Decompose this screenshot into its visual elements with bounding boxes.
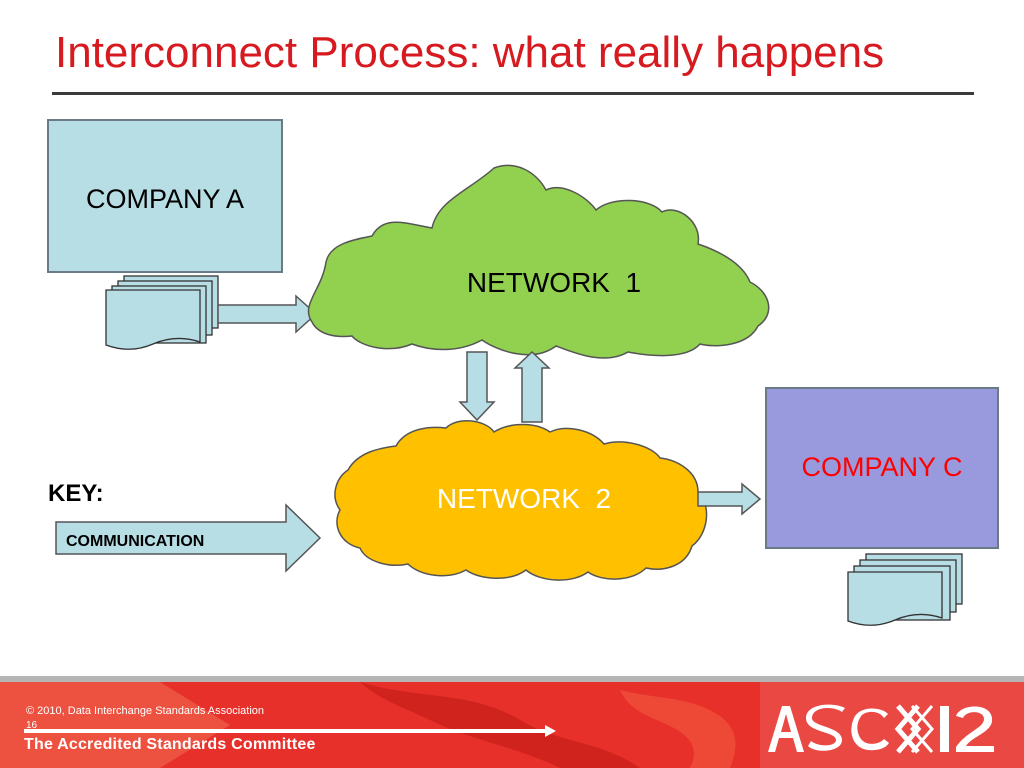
- company-c-documents-icon: [847, 553, 963, 626]
- key-heading: KEY:: [48, 480, 104, 507]
- company-a-box: [47, 119, 283, 273]
- company-c-box: [765, 387, 999, 549]
- arrow-company-a-to-network-1: [217, 294, 318, 334]
- arrow-network-2-to-network-1: [513, 350, 551, 423]
- network-1-label: NETWORK 1: [467, 267, 641, 298]
- company-c-label: COMPANY C: [801, 452, 962, 482]
- company-a-documents-icon: [105, 275, 219, 350]
- network-2-cloud: [334, 420, 708, 581]
- network-2-label: NETWORK 2: [437, 483, 611, 514]
- key-communication-arrow: [55, 503, 322, 573]
- arrow-network-2-to-company-c: [697, 482, 762, 516]
- footer-band: [0, 676, 1024, 768]
- title-divider: [52, 92, 974, 95]
- network-1-cloud: [307, 164, 770, 359]
- slide-number: 16: [26, 720, 38, 731]
- arrow-network-1-to-network-2: [458, 351, 496, 422]
- company-a-label: COMPANY A: [86, 184, 244, 214]
- asc-x12-logo: [768, 704, 994, 754]
- copyright-text: © 2010, Data Interchange Standards Assoc…: [26, 705, 265, 717]
- slide-title: Interconnect Process: what really happen…: [55, 28, 885, 77]
- key-communication-label: COMMUNICATION: [66, 533, 204, 550]
- committee-tagline: The Accredited Standards Committee: [24, 736, 316, 753]
